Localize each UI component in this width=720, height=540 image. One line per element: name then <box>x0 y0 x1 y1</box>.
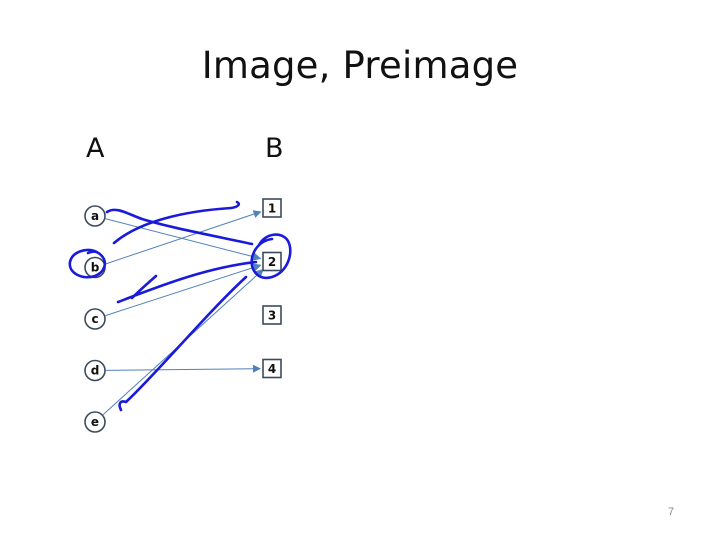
domain-node-c <box>84 308 106 330</box>
domain-label-e: e <box>91 415 99 429</box>
ink-stroke-e <box>118 275 248 412</box>
slide-number: 7 <box>667 506 675 518</box>
arrow-b-to-1 <box>105 210 262 265</box>
codomain-node-2 <box>262 251 282 272</box>
codomain-node-4 <box>262 358 282 379</box>
codomain-node-3 <box>262 305 282 325</box>
ink-stroke-a <box>105 208 254 246</box>
ink-stroke-b <box>112 200 241 245</box>
codomain-node-1 <box>262 198 282 218</box>
ink-stroke-c <box>116 260 258 304</box>
domain-label-b: b <box>91 261 100 275</box>
codomain-label-3: 3 <box>268 309 276 323</box>
set-b-label: B <box>265 133 284 164</box>
slide-title: Image, Preimage <box>201 44 519 87</box>
arrow-c-to-2 <box>105 263 262 317</box>
codomain-label-1: 1 <box>268 202 276 216</box>
domain-label-a: a <box>91 209 99 223</box>
set-a-label: A <box>86 133 105 164</box>
arrow-a-to-2 <box>105 218 262 261</box>
domain-label-c: c <box>91 312 98 326</box>
ink-annotations <box>68 200 292 412</box>
domain-node-d <box>84 359 106 382</box>
ink-circle-b <box>68 248 107 279</box>
arrow-d-to-4 <box>105 364 262 373</box>
ink-circle-2 <box>250 233 292 280</box>
domain-nodes: a b c d e <box>84 205 106 433</box>
domain-node-e <box>84 411 106 433</box>
codomain-label-4: 4 <box>268 362 276 376</box>
codomain-label-2: 2 <box>268 255 276 269</box>
domain-label-d: d <box>91 364 100 378</box>
domain-node-a <box>84 205 106 227</box>
codomain-nodes: 1 2 3 4 <box>262 198 282 379</box>
